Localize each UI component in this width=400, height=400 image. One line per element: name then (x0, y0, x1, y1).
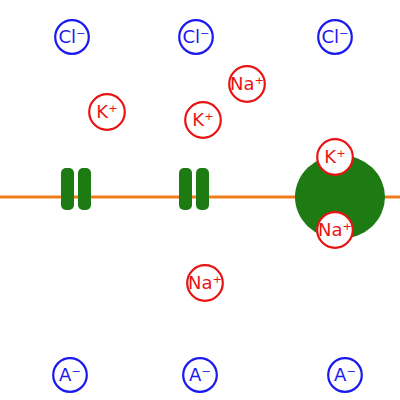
ion-label: A⁻ (189, 366, 211, 384)
channel-subunit (179, 168, 192, 210)
ion-label: A⁻ (59, 366, 81, 384)
ion-circle: Na⁺ (186, 264, 224, 302)
ion-circle: A⁻ (327, 357, 363, 393)
ion-circle: K⁺ (88, 93, 126, 131)
ion-label: Na⁺ (318, 221, 352, 239)
ion-circle: Cl⁻ (178, 19, 214, 55)
ion-circle-shape (185, 102, 221, 138)
ion-circle: Na⁺ (228, 65, 266, 103)
ion-label: K⁺ (324, 148, 345, 166)
ion-label: K⁺ (192, 111, 213, 129)
ion-label: Na⁺ (230, 75, 264, 93)
ion-circle: K⁺ (316, 138, 354, 176)
ion-channel (179, 168, 209, 210)
ion-circle-shape (89, 94, 125, 130)
ion-circle-shape (317, 212, 353, 248)
ion-label: Na⁺ (188, 274, 222, 292)
ion-circle-shape (53, 358, 87, 392)
ion-circle-shape (229, 66, 265, 102)
ion-circle: K⁺ (184, 101, 222, 139)
ion-label: K⁺ (96, 103, 117, 121)
ion-circle: A⁻ (182, 357, 218, 393)
ion-circle-shape (183, 358, 217, 392)
ion-circle-shape (187, 265, 223, 301)
channel-subunit (196, 168, 209, 210)
ion-circle-shape (55, 20, 89, 54)
ion-circle-shape (317, 139, 353, 175)
ion-circle-shape (328, 358, 362, 392)
ion-circle-shape (179, 20, 213, 54)
ion-label: A⁻ (334, 366, 356, 384)
ion-circle-shape (318, 20, 352, 54)
ion-label: Cl⁻ (58, 28, 85, 46)
channel-subunit (78, 168, 91, 210)
ion-circle: Na⁺ (316, 211, 354, 249)
ion-circle: Cl⁻ (317, 19, 353, 55)
ion-label: Cl⁻ (321, 28, 348, 46)
channel-subunit (61, 168, 74, 210)
ion-circle: A⁻ (52, 357, 88, 393)
ion-label: Cl⁻ (182, 28, 209, 46)
ion-circle: Cl⁻ (54, 19, 90, 55)
ion-channel (61, 168, 91, 210)
